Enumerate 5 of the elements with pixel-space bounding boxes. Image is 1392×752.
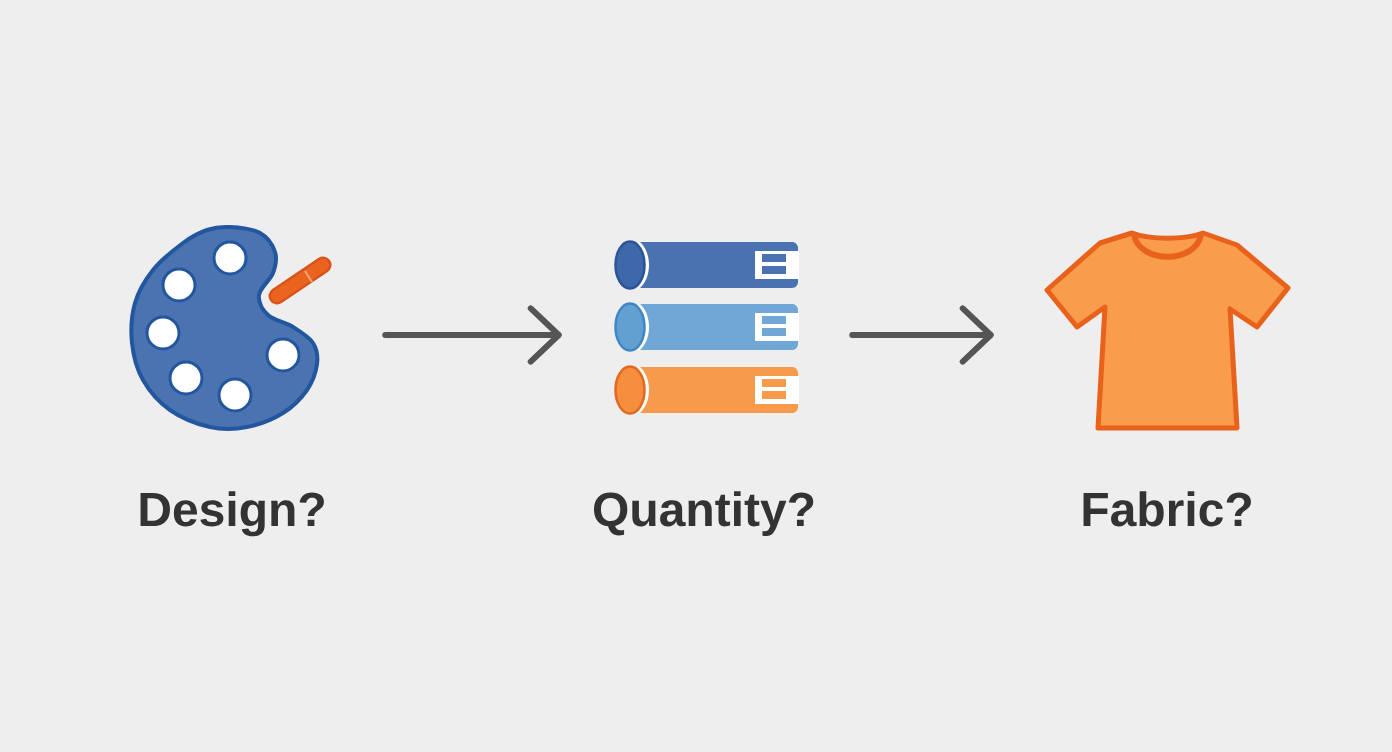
- step-label: Fabric?: [1083, 491, 1251, 527]
- step-label: Quantity?: [594, 491, 814, 536]
- arrow: [382, 305, 562, 365]
- step-label: Design?: [140, 491, 324, 537]
- arrow: [849, 305, 994, 365]
